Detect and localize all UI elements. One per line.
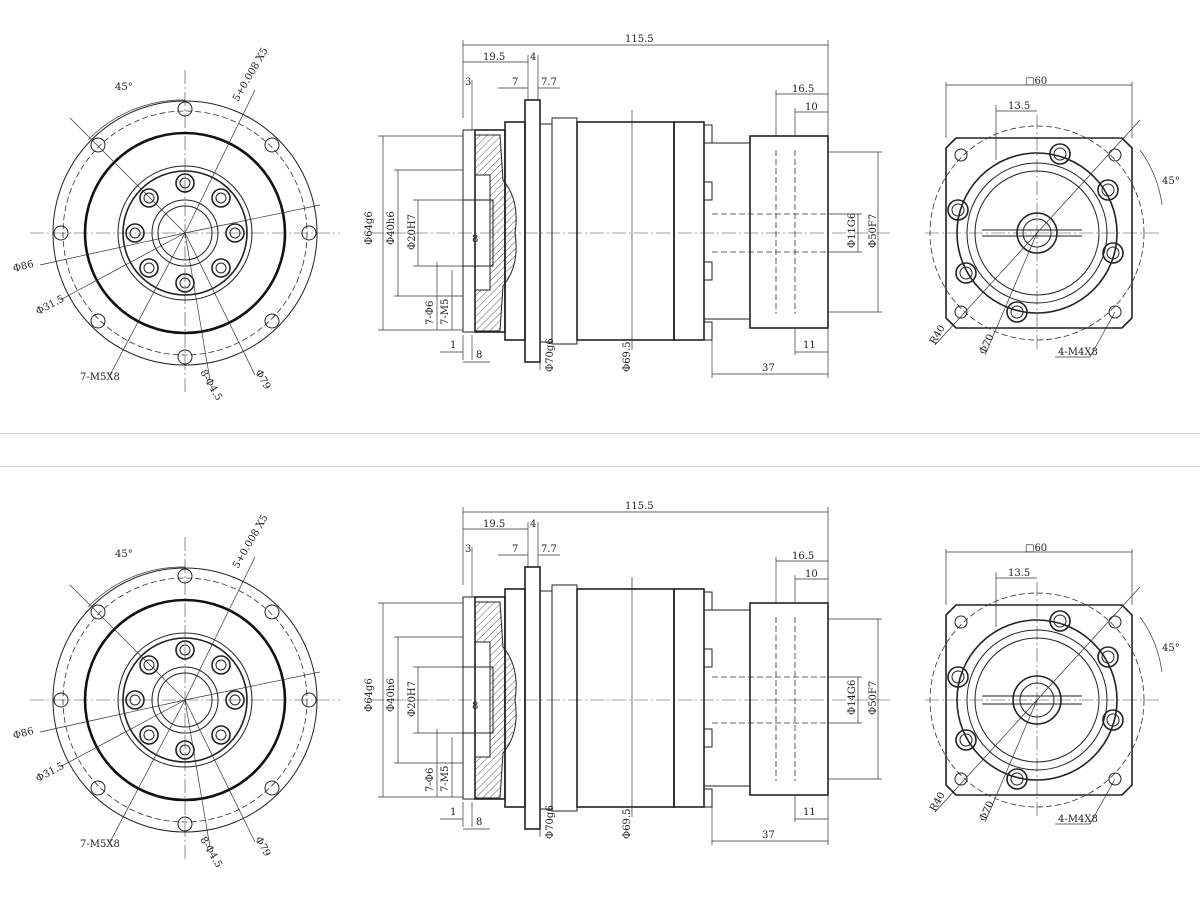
rear-radius: R40 bbox=[928, 323, 948, 346]
side-dim-i: 1 bbox=[450, 807, 456, 818]
side-total-length: 115.5 bbox=[625, 34, 654, 45]
front-hole-note: 5+0.008 X5 bbox=[231, 46, 271, 103]
rear-thread: 4-M4X8 bbox=[1058, 347, 1098, 358]
side-dim-e: 7.7 bbox=[541, 544, 557, 555]
rear-square: □60 bbox=[1025, 543, 1047, 554]
front-angle-label: 45° bbox=[115, 82, 133, 93]
bolt-holes-inner bbox=[125, 173, 245, 293]
front-dia-pcd: Φ79 bbox=[252, 835, 272, 859]
side-dia-70: Φ70g6 bbox=[545, 338, 556, 372]
side-dim-k: 11 bbox=[803, 807, 816, 818]
rear-holes bbox=[947, 610, 1124, 790]
side-hole-6: 7-Φ6 bbox=[425, 768, 436, 792]
side-dim-a: 19.5 bbox=[483, 519, 505, 530]
rear-square: □60 bbox=[1025, 76, 1047, 87]
side-thread-m5: 7-M5 bbox=[440, 299, 451, 325]
front-hole-note: 5+0.008 X5 bbox=[231, 513, 271, 570]
rear-radius: R40 bbox=[928, 790, 948, 813]
rear-dia-70: Φ70 bbox=[978, 800, 997, 824]
side-dim-l: 37 bbox=[762, 830, 775, 841]
side-dim-k: 11 bbox=[803, 340, 816, 351]
side-dia-695: Φ69.5 bbox=[622, 809, 633, 839]
side-dim-g: 10 bbox=[805, 569, 818, 580]
technical-drawing-bottom: 45° 5+0.008 X5 Φ86 Φ31.5 7-M5X8 8-Φ4.5 Φ… bbox=[12, 501, 1180, 870]
front-view: 45° 5+0.008 X5 Φ86 Φ31.5 7-M5X8 8-Φ4.5 Φ… bbox=[12, 513, 340, 870]
rear-dia-70: Φ70 bbox=[978, 333, 997, 357]
side-dim-j: 8 bbox=[476, 350, 482, 361]
front-dia-inner: Φ31.5 bbox=[34, 294, 66, 318]
panel-separator bbox=[0, 433, 1200, 467]
front-hole-small: 8-Φ4.5 bbox=[197, 368, 223, 403]
front-view: 45° 5+0.008 X5 Φ86 Φ31.5 7-M5X8 8-Φ4.5 Φ… bbox=[12, 46, 340, 403]
side-dia-40: Φ40h6 bbox=[386, 211, 397, 245]
drawing-panel-top: 45° 5+0.008 X5 Φ86 Φ31.5 7-M5X8 8-Φ4.5 Φ… bbox=[0, 0, 1200, 433]
side-dia-50: Φ50F7 bbox=[868, 214, 879, 248]
side-dim-e: 7.7 bbox=[541, 77, 557, 88]
side-thread-m5: 7-M5 bbox=[440, 766, 451, 792]
side-total-length: 115.5 bbox=[625, 501, 654, 512]
side-dim-c: 3 bbox=[465, 544, 471, 555]
side-dia-bore: Φ11G6 bbox=[847, 213, 858, 248]
front-angle-label: 45° bbox=[115, 549, 133, 560]
bolt-holes-inner bbox=[125, 640, 245, 760]
rear-angle: 45° bbox=[1162, 643, 1180, 654]
side-dia-64: Φ64g6 bbox=[364, 211, 375, 245]
side-dim-l: 37 bbox=[762, 363, 775, 374]
side-dim-d: 7 bbox=[512, 77, 518, 88]
side-dim-b: 4 bbox=[530, 519, 536, 530]
side-view: 115.5 19.5 4 3 7 7.7 16. bbox=[364, 501, 890, 845]
side-dim-f: 16.5 bbox=[792, 551, 814, 562]
side-dia-20: Φ20H7 bbox=[407, 214, 418, 250]
side-dia-40: Φ40h6 bbox=[386, 678, 397, 712]
side-dim-d: 7 bbox=[512, 544, 518, 555]
side-dia-50: Φ50F7 bbox=[868, 681, 879, 715]
rear-dim-135: 13.5 bbox=[1008, 101, 1030, 112]
side-dim-f: 16.5 bbox=[792, 84, 814, 95]
technical-drawing-top: 45° 5+0.008 X5 Φ86 Φ31.5 7-M5X8 8-Φ4.5 Φ… bbox=[12, 34, 1180, 403]
front-dia-outer: Φ86 bbox=[12, 259, 35, 275]
bolt-holes-outer bbox=[53, 101, 317, 365]
side-dim-i: 1 bbox=[450, 340, 456, 351]
rear-holes bbox=[947, 143, 1124, 323]
rear-thread: 4-M4X8 bbox=[1058, 814, 1098, 825]
side-dia-64: Φ64g6 bbox=[364, 678, 375, 712]
side-dia-20: Φ20H7 bbox=[407, 681, 418, 717]
side-dim-j: 8 bbox=[476, 817, 482, 828]
side-dia-695: Φ69.5 bbox=[622, 342, 633, 372]
side-dim-g: 10 bbox=[805, 102, 818, 113]
front-thread: 7-M5X8 bbox=[80, 372, 120, 383]
front-dia-inner: Φ31.5 bbox=[34, 761, 66, 785]
side-dim-b: 4 bbox=[530, 52, 536, 63]
side-dia-bore: Φ14G6 bbox=[847, 680, 858, 715]
front-dia-outer: Φ86 bbox=[12, 726, 35, 742]
front-thread: 7-M5X8 bbox=[80, 839, 120, 850]
side-dim-c: 3 bbox=[465, 77, 471, 88]
front-dia-pcd: Φ79 bbox=[252, 368, 272, 392]
bolt-holes-outer bbox=[53, 568, 317, 832]
rear-angle: 45° bbox=[1162, 176, 1180, 187]
drawing-panel-bottom: 45° 5+0.008 X5 Φ86 Φ31.5 7-M5X8 8-Φ4.5 Φ… bbox=[0, 467, 1200, 900]
side-dim-h: 8 bbox=[472, 701, 478, 712]
front-hole-small: 8-Φ4.5 bbox=[197, 835, 223, 870]
side-dim-a: 19.5 bbox=[483, 52, 505, 63]
rear-view: □60 13.5 45° R40 Φ70 4-M4X8 bbox=[925, 76, 1180, 358]
side-view: 115.5 19.5 4 3 7 7.7 16. bbox=[364, 34, 890, 378]
rear-dim-135: 13.5 bbox=[1008, 568, 1030, 579]
side-dia-70: Φ70g6 bbox=[545, 805, 556, 839]
side-dim-h: 8 bbox=[472, 234, 478, 245]
side-hole-6: 7-Φ6 bbox=[425, 301, 436, 325]
rear-view: □60 13.5 45° R40 Φ70 4-M4X8 bbox=[925, 543, 1180, 825]
